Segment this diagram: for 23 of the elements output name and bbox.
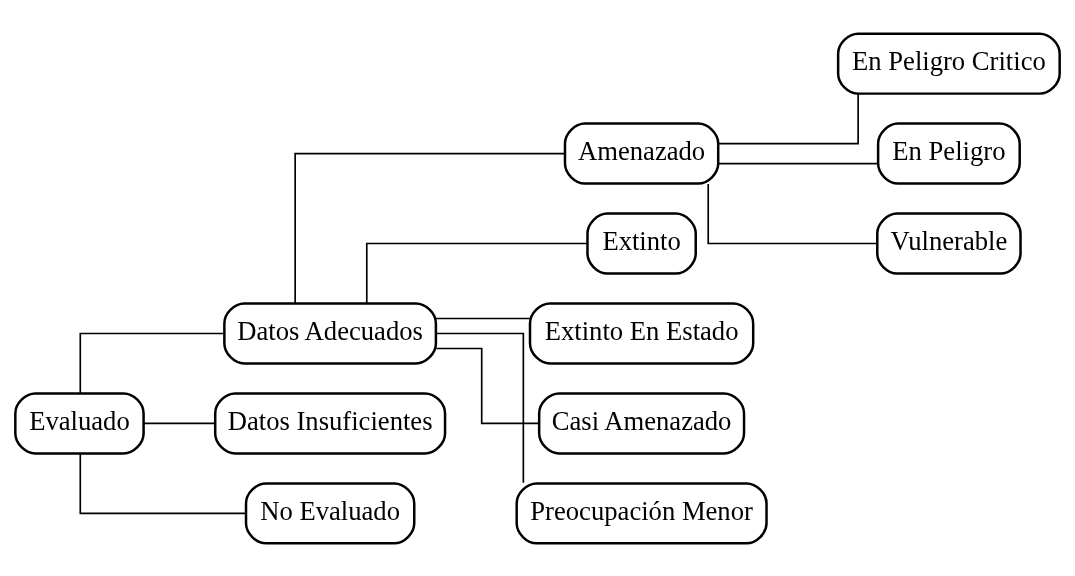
node-box: Extinto En Estado: [528, 301, 755, 365]
connector: [435, 347, 540, 424]
node-box: En Peligro: [876, 121, 1021, 185]
connector: [79, 452, 247, 514]
node-box: Extinto: [586, 211, 697, 275]
node-box: Datos Insuficientes: [213, 391, 447, 455]
node-box: Datos Adecuados: [223, 301, 438, 365]
connector: [79, 332, 225, 394]
node-box: Amenazado: [563, 121, 720, 185]
node-box: Evaluado: [14, 391, 145, 455]
node-box: Casi Amenazado: [537, 391, 746, 455]
connector: [435, 317, 531, 319]
node-box: No Evaluado: [244, 481, 416, 545]
node-box: Vulnerable: [876, 211, 1022, 275]
connector: [365, 242, 589, 304]
connector: [435, 332, 525, 484]
node-box: En Peligro Critico: [836, 31, 1061, 95]
connector: [294, 152, 566, 304]
connector: [707, 182, 878, 244]
node-box: Preocupación Menor: [515, 481, 768, 545]
connector: [717, 92, 859, 144]
connector: [143, 422, 216, 424]
connector: [717, 162, 879, 164]
